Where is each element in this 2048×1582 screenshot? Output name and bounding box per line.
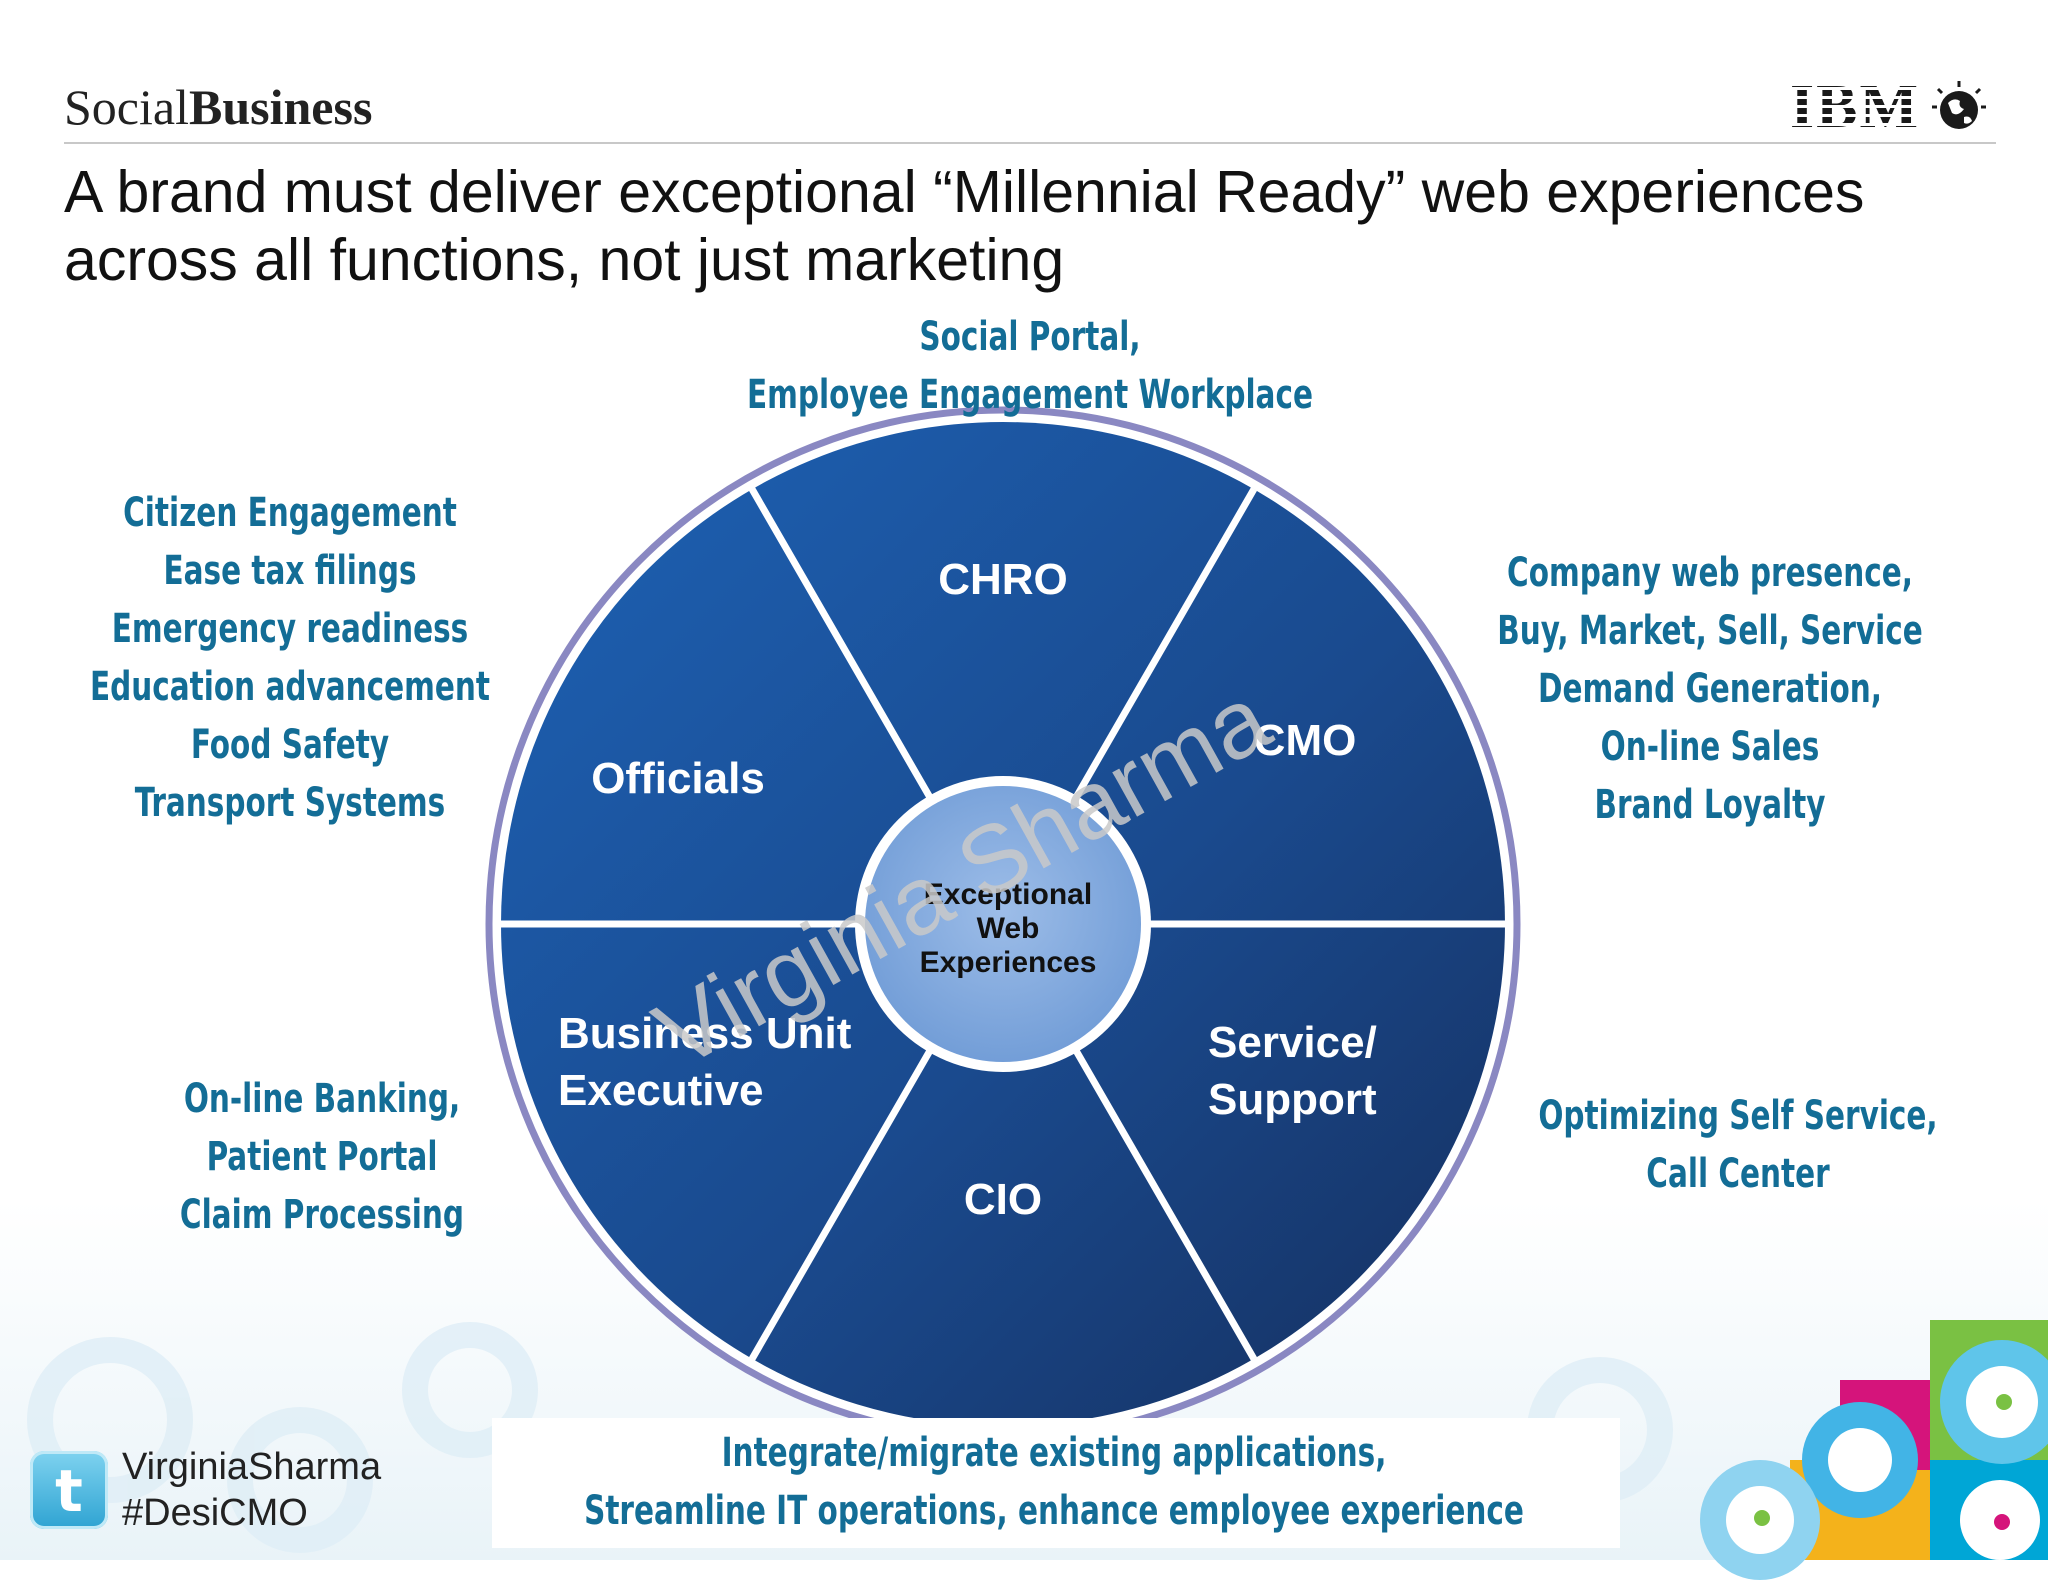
center-label-line-2: Web <box>977 912 1040 945</box>
segment-service-support-line-2: Support <box>1208 1075 1377 1124</box>
twitter-text: VirginiaSharma #DesiCMO <box>122 1444 381 1536</box>
callout-right-top-line: Demand Generation, <box>1537 666 1883 712</box>
callout-left-top-line: Food Safety <box>190 722 390 768</box>
center-hub <box>865 786 1141 1062</box>
header-divider <box>64 142 1996 144</box>
page-title-line-1: A brand must deliver exceptional “Millen… <box>64 159 1865 225</box>
callout-left-top-line: Emergency readiness <box>111 606 469 652</box>
callout-left-bottom-line: Patient Portal <box>206 1134 438 1180</box>
callout-bottom-line: Integrate/migrate existing applications, <box>721 1430 1387 1476</box>
twitter-badge: t VirginiaSharma #DesiCMO <box>30 1444 381 1536</box>
callout-left-bottom-line: On-line Banking, <box>183 1076 461 1122</box>
callout-right-top-line: Brand Loyalty <box>1594 782 1826 828</box>
segment-business-unit-line-1: Business Unit <box>558 1009 852 1058</box>
social-business-logo: SocialBusiness <box>64 78 372 136</box>
callout-bottom-box <box>492 1418 1620 1548</box>
callout-left-top-line: Citizen Engagement <box>123 490 457 536</box>
callout-bottom: Integrate/migrate existing applications,… <box>495 1424 1613 1540</box>
callout-top-line: Employee Engagement Workplace <box>747 372 1313 418</box>
corner-pattern <box>1700 1320 2048 1580</box>
callout-right-top-line: Buy, Market, Sell, Service <box>1497 608 1923 654</box>
callout-left-top: Citizen Engagement Ease tax filings Emer… <box>52 484 528 832</box>
center-label-line-3: Experiences <box>920 946 1097 979</box>
globe-icon <box>1932 80 1986 129</box>
segment-cmo: CMO <box>1254 716 1357 765</box>
page-title: A brand must deliver exceptional “Millen… <box>64 158 2024 294</box>
callout-left-bottom: On-line Banking, Patient Portal Claim Pr… <box>99 1070 545 1244</box>
segment-business-unit-line-2: Executive <box>558 1066 763 1115</box>
callout-left-top-line: Transport Systems <box>134 780 446 826</box>
twitter-hashtag: #DesiCMO <box>122 1492 308 1534</box>
twitter-bird-icon: t <box>30 1451 108 1529</box>
callout-top-line: Social Portal, <box>919 314 1141 360</box>
callout-left-bottom-line: Claim Processing <box>179 1192 465 1238</box>
center-label-line-1: Exceptional <box>924 878 1092 911</box>
callout-right-bottom-line: Optimizing Self Service, <box>1538 1093 1938 1139</box>
segment-chro: CHRO <box>938 555 1068 604</box>
callout-right-bottom-line: Call Center <box>1646 1151 1830 1197</box>
callout-top: Social Portal, Employee Engagement Workp… <box>645 308 1416 424</box>
callout-right-top-line: On-line Sales <box>1600 724 1820 770</box>
brand-bold: Business <box>188 79 373 135</box>
segment-service-support-line-1: Service/ <box>1208 1018 1377 1067</box>
callout-left-top-line: Ease tax filings <box>163 548 417 594</box>
segment-officials: Officials <box>591 754 765 803</box>
brand-light: Social <box>64 79 189 135</box>
callout-right-bottom: Optimizing Self Service, Call Center <box>1525 1087 1951 1203</box>
callout-right-top: Company web presence, Buy, Market, Sell,… <box>1480 544 1939 834</box>
ibm-logo-text: IBM <box>1790 73 1920 141</box>
callout-left-top-line: Education advancement <box>89 664 491 710</box>
callout-right-top-line: Company web presence, <box>1507 550 1913 596</box>
callout-bottom-line: Streamline IT operations, enhance employ… <box>584 1488 1524 1534</box>
segment-cio: CIO <box>964 1175 1042 1224</box>
twitter-handle: VirginiaSharma <box>122 1446 382 1488</box>
page-title-line-2: across all functions, not just marketing <box>64 227 1065 293</box>
ibm-logo: IBM <box>1790 72 1988 143</box>
